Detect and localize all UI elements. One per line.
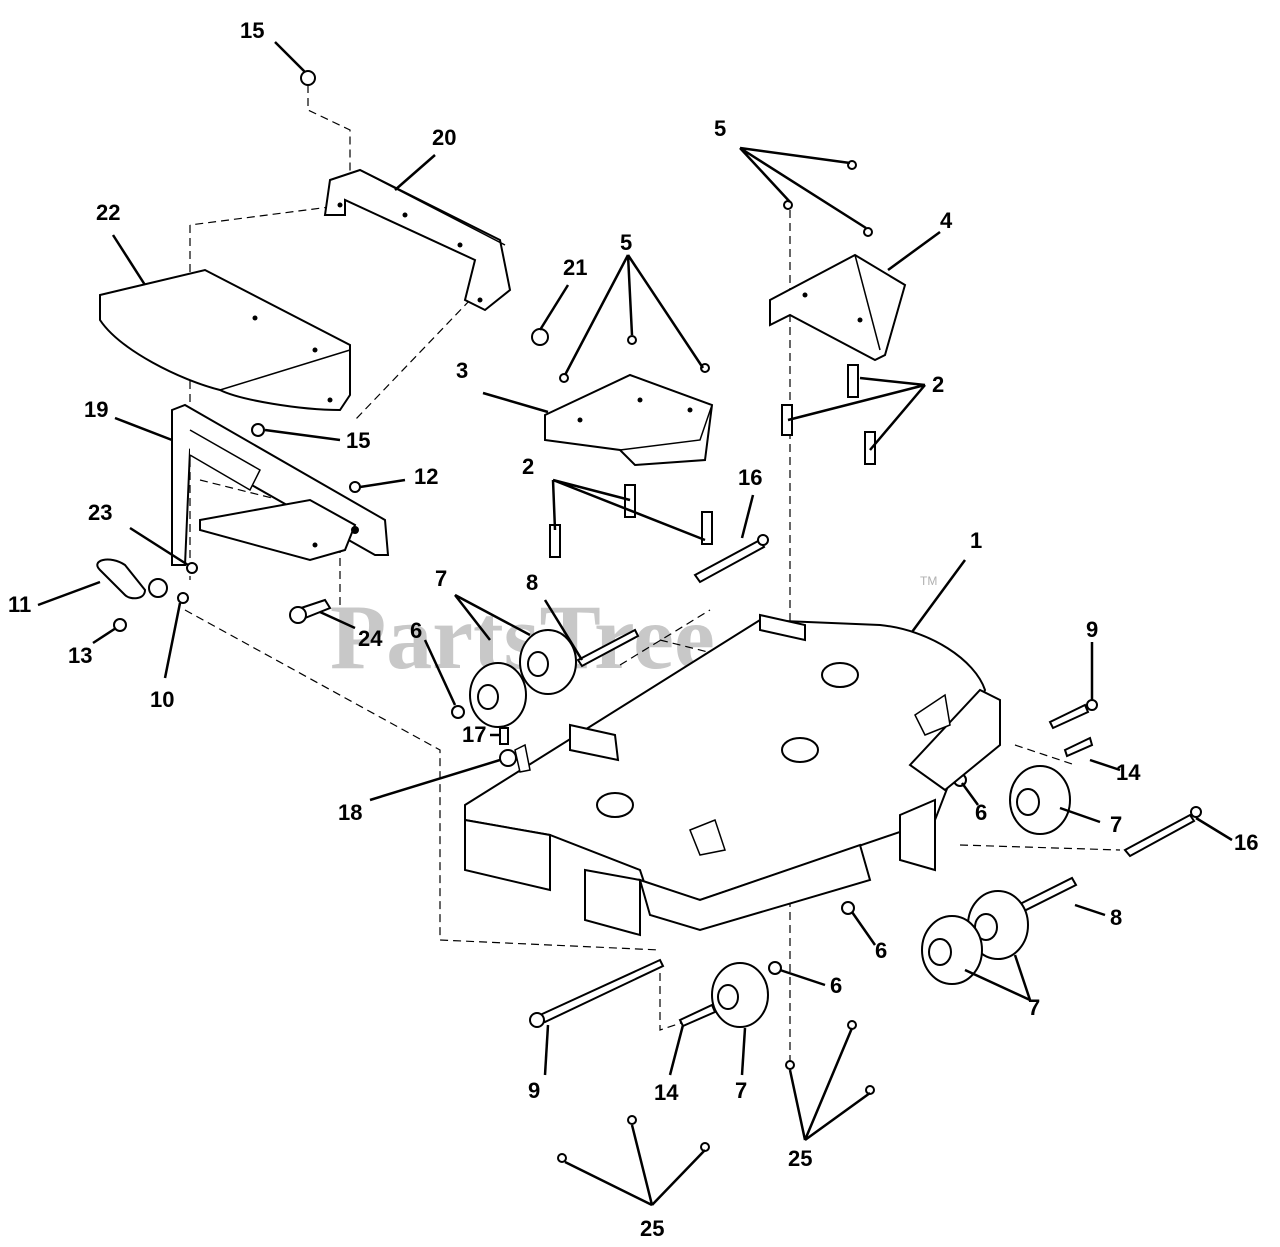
callout-17: 17 [462, 722, 486, 747]
callout-11: 11 [8, 592, 31, 617]
callout-6: 6 [875, 938, 887, 963]
callout-15: 15 [240, 18, 264, 43]
callout-25: 25 [788, 1146, 812, 1171]
callout-6: 6 [410, 618, 422, 643]
callout-25: 25 [640, 1216, 664, 1241]
callout-4: 4 [940, 208, 953, 233]
wheels-part-7 [469, 629, 1071, 1028]
callout-5: 5 [620, 230, 632, 255]
callout-24: 24 [358, 626, 383, 651]
callout-9: 9 [528, 1078, 540, 1103]
callout-labels: 15 20 22 21 5 5 4 3 2 2 19 15 12 23 16 1… [8, 18, 1258, 1241]
shield-part-4 [769, 253, 907, 362]
bracket-part-20 [323, 168, 512, 312]
callout-7: 7 [1110, 812, 1122, 837]
callout-7: 7 [1028, 995, 1040, 1020]
callout-6: 6 [975, 800, 987, 825]
callout-12: 12 [414, 464, 438, 489]
callout-3: 3 [456, 358, 468, 383]
callout-14: 14 [654, 1080, 679, 1105]
callout-7: 7 [735, 1078, 747, 1103]
spacers-part-2 [549, 364, 876, 558]
shield-part-3 [544, 373, 714, 467]
platform-part-22 [99, 268, 351, 412]
callout-21: 21 [563, 255, 587, 280]
callout-2: 2 [522, 454, 534, 479]
callout-19: 19 [84, 397, 108, 422]
callout-14: 14 [1116, 760, 1141, 785]
callout-1: 1 [970, 528, 982, 553]
callout-7: 7 [435, 566, 447, 591]
callout-16: 16 [738, 465, 762, 490]
callout-10: 10 [150, 687, 174, 712]
callout-2: 2 [932, 372, 944, 397]
callout-8: 8 [526, 570, 538, 595]
screws-part-25 [557, 1020, 875, 1163]
leader-lines [37, 41, 1233, 1207]
deck-part-1 [464, 613, 1001, 937]
callout-5: 5 [714, 116, 726, 141]
callout-20: 20 [432, 125, 456, 150]
callout-22: 22 [96, 200, 120, 225]
callout-13: 13 [68, 643, 92, 668]
watermark-tm: TM [920, 574, 937, 588]
callout-23: 23 [88, 500, 112, 525]
hardware [96, 70, 967, 975]
callout-6: 6 [830, 973, 842, 998]
callout-9: 9 [1086, 617, 1098, 642]
callout-15: 15 [346, 428, 370, 453]
callout-16: 16 [1234, 830, 1258, 855]
callout-8: 8 [1110, 905, 1122, 930]
bracket-part-19 [171, 403, 390, 566]
callout-18: 18 [338, 800, 362, 825]
